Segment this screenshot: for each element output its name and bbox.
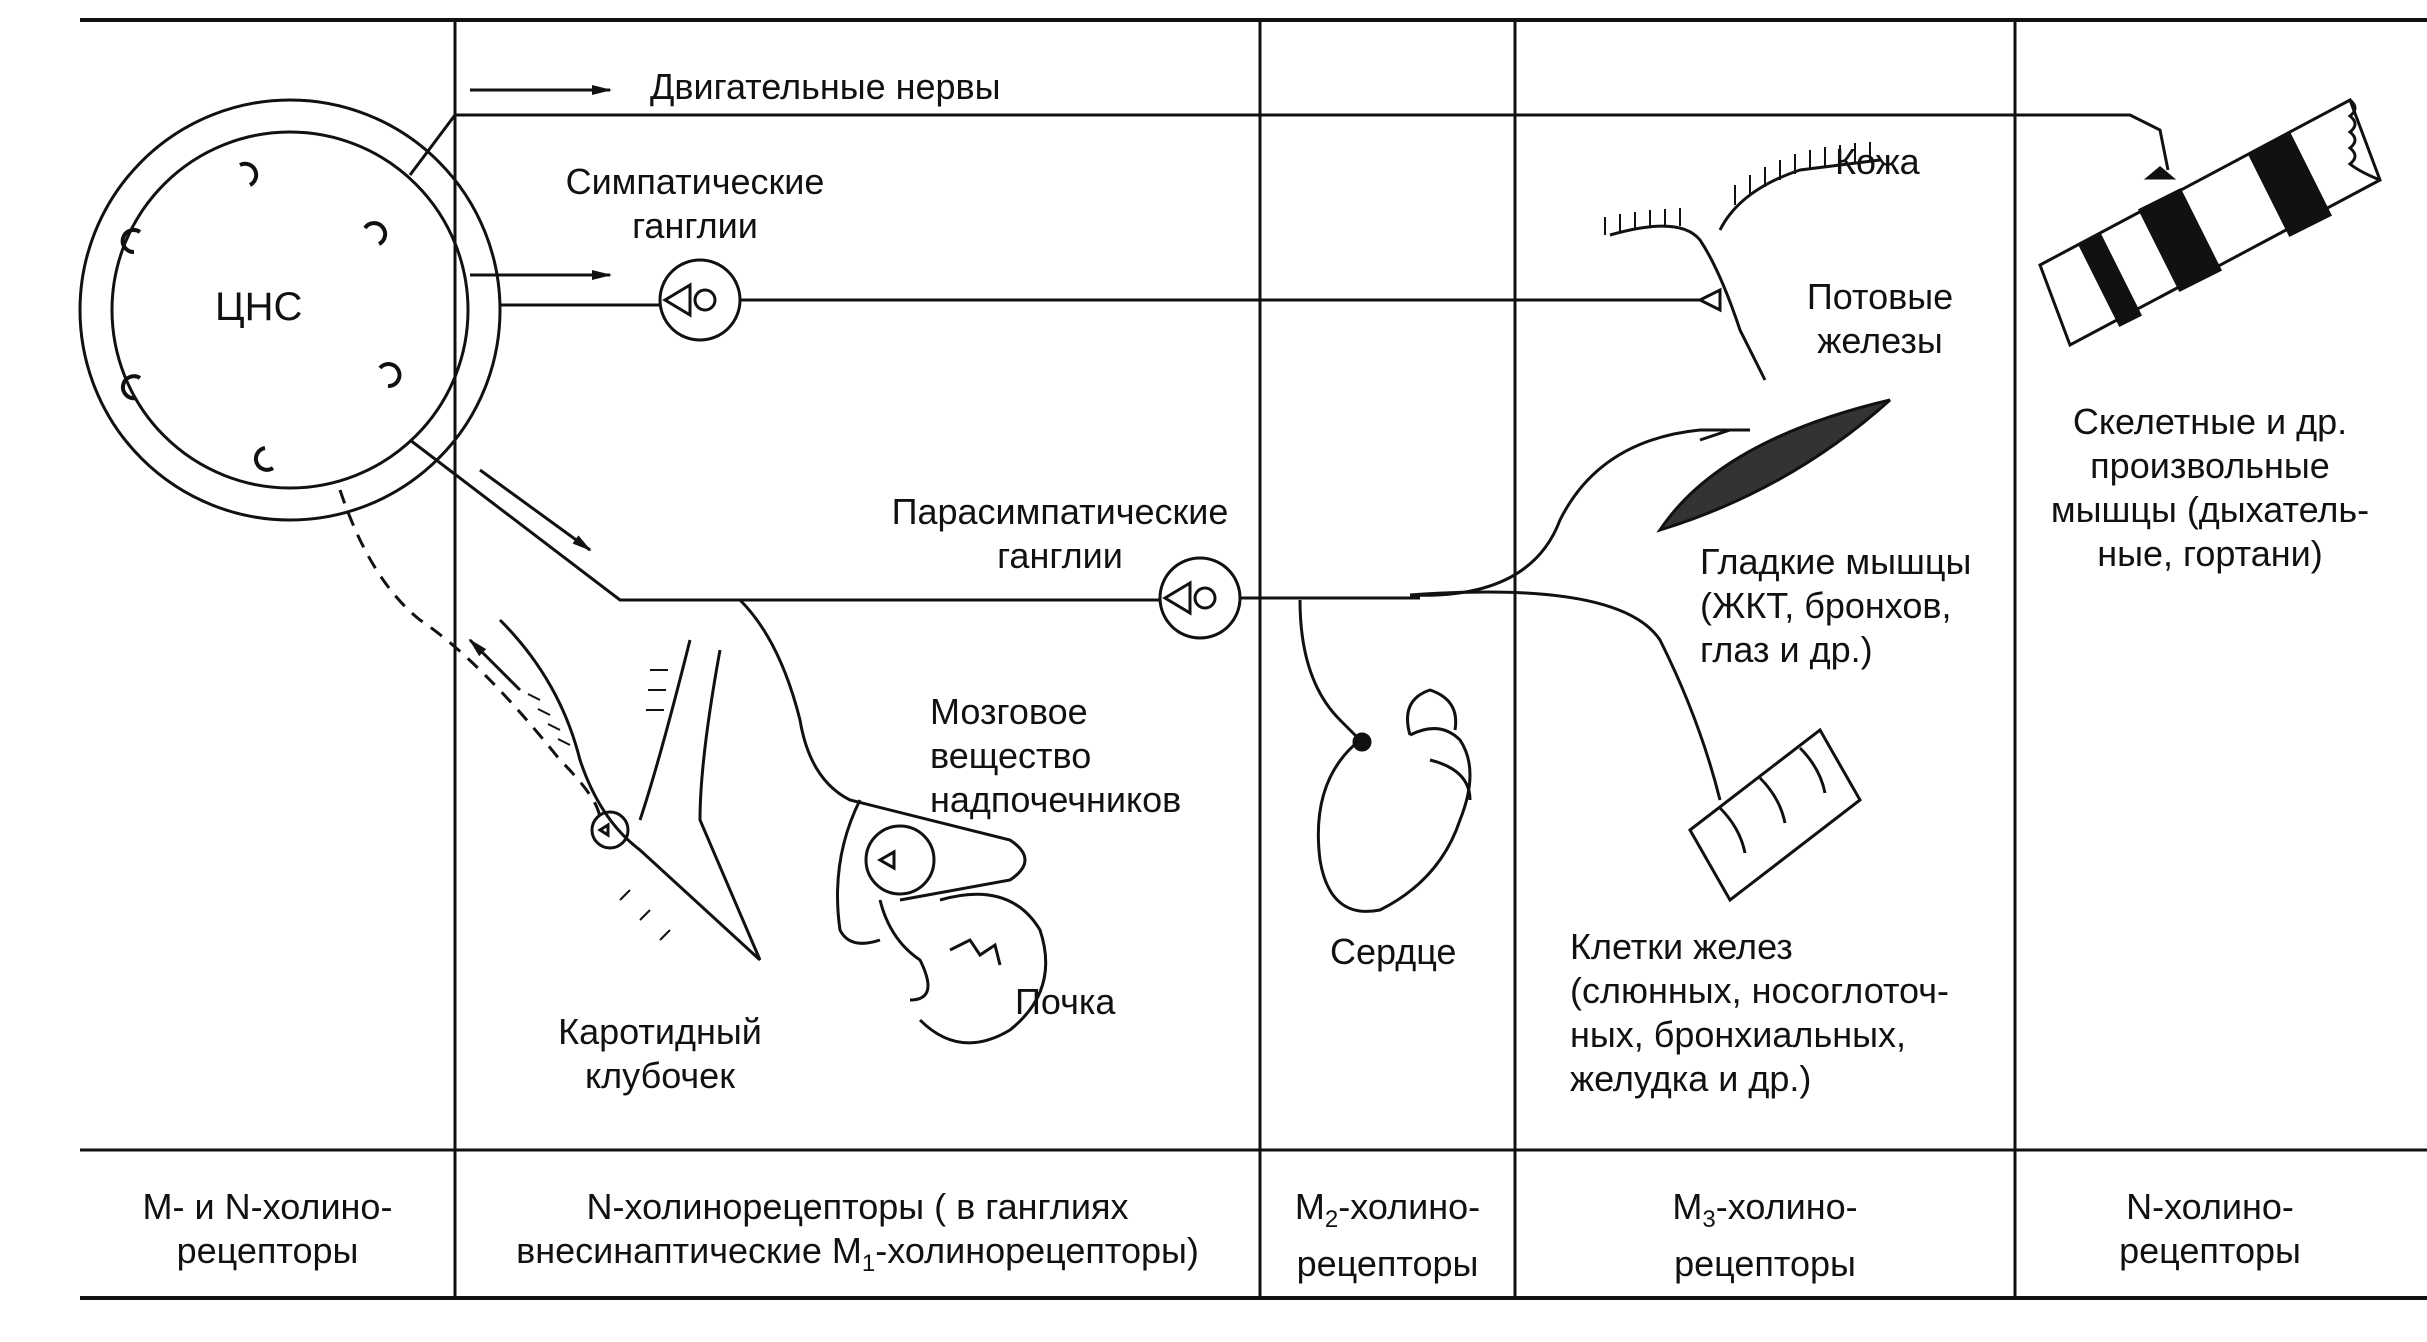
heart-drawing bbox=[1316, 688, 1472, 913]
cns-synapse-1 bbox=[239, 161, 259, 187]
skeletal-muscles-line-3: мышцы (дыхатель- bbox=[2050, 489, 2370, 530]
gland-cells-line-3: ных, бронхиальных, bbox=[1570, 1014, 1906, 1055]
skin-label: Кожа bbox=[1835, 141, 1920, 182]
skeletal-muscles-line-4: ные, гортани) bbox=[2097, 533, 2323, 574]
footer-col-4: М3-холино- рецепторы bbox=[1515, 1185, 2015, 1286]
skeletal-muscle-drawing bbox=[2038, 97, 2382, 348]
adrenal-ganglion bbox=[864, 824, 936, 896]
parasympathetic-arrow bbox=[479, 468, 592, 552]
gland-cells-line-4: желудка и др.) bbox=[1570, 1058, 1812, 1099]
adrenal-medulla-label: Мозговое вещество надпочечников bbox=[930, 690, 1181, 822]
footer-col-4-pre: М bbox=[1672, 1186, 1703, 1227]
motor-nerve bbox=[408, 85, 2177, 180]
carotid-body-line-2: клубочек bbox=[585, 1055, 735, 1096]
skin-drawing bbox=[1604, 142, 1881, 381]
footer-col-5-line-1: N-холино- bbox=[2126, 1186, 2294, 1227]
footer-col-3-line-1: М2-холино- bbox=[1260, 1185, 1515, 1242]
footer-col-2-line-2: внесинаптические М1-холинорецепторы) bbox=[455, 1229, 1260, 1286]
sympathetic-nerve bbox=[470, 258, 1722, 342]
cns-synapse-4 bbox=[378, 362, 402, 389]
footer-col-2-pre: внесинаптические М bbox=[516, 1230, 862, 1271]
footer-col-2-post: -холинорецепторы) bbox=[875, 1230, 1199, 1271]
adrenal-medulla-line-2: вещество bbox=[930, 735, 1092, 776]
gland-cells-drawing bbox=[1688, 727, 1862, 903]
smooth-muscles-line-2: (ЖКТ, бронхов, bbox=[1700, 585, 1952, 626]
parasympathetic-nerve bbox=[409, 428, 1750, 801]
footer-col-4-line-2: рецепторы bbox=[1674, 1243, 1856, 1285]
sweat-glands-line-2: железы bbox=[1817, 320, 1943, 361]
cns-synapse-5 bbox=[120, 374, 142, 401]
footer-col-2: N-холинорецепторы ( в ганглиях внесинапт… bbox=[455, 1185, 1260, 1286]
footer-col-2-line-1: N-холинорецепторы ( в ганглиях bbox=[586, 1186, 1129, 1227]
gland-cells-line-2: (слюнных, носоглоточ- bbox=[1570, 970, 1950, 1011]
sympathetic-ganglia-line-1: Симпатические bbox=[565, 161, 825, 202]
footer-col-2-sub: 1 bbox=[861, 1250, 876, 1278]
footer-col-1: М- и N-холино- рецепторы bbox=[80, 1185, 455, 1273]
footer-col-1-line-1: М- и N-холино- bbox=[142, 1186, 393, 1227]
adrenal-medulla-line-3: надпочечников bbox=[930, 779, 1182, 820]
footer-col-3-sub: 2 bbox=[1324, 1206, 1339, 1234]
smooth-muscles-line-3: глаз и др.) bbox=[1700, 629, 1873, 670]
footer-col-4-post: -холино- bbox=[1715, 1186, 1858, 1227]
sweat-glands-label: Потовые железы bbox=[1780, 275, 1980, 363]
afferent-dashed bbox=[338, 489, 602, 821]
parasympathetic-ganglia-line-2: ганглии bbox=[997, 535, 1123, 576]
cns-synapse-2 bbox=[363, 221, 388, 246]
smooth-muscles-label: Гладкие мышцы (ЖКТ, бронхов, глаз и др.) bbox=[1700, 540, 1971, 672]
skeletal-muscles-line-1: Скелетные и др. bbox=[2072, 401, 2348, 442]
footer-col-4-sub: 3 bbox=[1702, 1206, 1716, 1234]
footer-col-5-line-2: рецепторы bbox=[2119, 1230, 2301, 1271]
carotid-body-label: Каротидный клубочек bbox=[530, 1010, 790, 1098]
smooth-muscle-drawing bbox=[1656, 398, 1892, 533]
kidney-adrenal-drawing bbox=[738, 598, 1048, 1045]
skeletal-muscles-line-2: произвольные bbox=[2090, 445, 2330, 486]
afferent-arrow bbox=[468, 638, 522, 692]
footer-col-4-line-1: М3-холино- bbox=[1515, 1185, 2015, 1242]
parasympathetic-ganglia-label: Парасимпатические ганглии bbox=[860, 490, 1260, 578]
footer-col-3: М2-холино- рецепторы bbox=[1260, 1185, 1515, 1286]
carotid-body-line-1: Каротидный bbox=[558, 1011, 762, 1052]
kidney-label: Почка bbox=[1015, 981, 1116, 1022]
gland-cells-line-1: Клетки желез bbox=[1570, 926, 1793, 967]
heart-label: Сердце bbox=[1330, 931, 1457, 972]
table-frame bbox=[80, 18, 2427, 1300]
parasympathetic-ganglia-line-1: Парасимпатические bbox=[891, 491, 1229, 532]
skeletal-muscles-label: Скелетные и др. произвольные мышцы (дыха… bbox=[2030, 400, 2390, 576]
footer-col-3-pre: М bbox=[1294, 1186, 1325, 1227]
footer-col-1-line-2: рецепторы bbox=[176, 1230, 359, 1271]
smooth-muscles-line-1: Гладкие мышцы bbox=[1700, 541, 1972, 582]
sweat-glands-line-1: Потовые bbox=[1806, 276, 1954, 317]
footer-col-3-post: -холино- bbox=[1338, 1186, 1481, 1227]
carotid-body-drawing bbox=[338, 489, 762, 962]
footer-col-3-line-2: рецепторы bbox=[1296, 1243, 1479, 1285]
cns-synapse-3 bbox=[120, 228, 142, 255]
gland-cells-label: Клетки желез (слюнных, носоглоточ- ных, … bbox=[1570, 925, 1949, 1101]
cns-label: ЦНС bbox=[215, 285, 303, 329]
cns-synapse-6 bbox=[253, 446, 275, 472]
carotid-ganglion bbox=[590, 810, 630, 850]
sympathetic-ganglia-label: Симпатические ганглии bbox=[540, 160, 850, 248]
cns-circle bbox=[78, 98, 502, 522]
footer-col-5: N-холино- рецепторы bbox=[2015, 1185, 2405, 1273]
motor-nerves-label: Двигательные нервы bbox=[650, 66, 1001, 107]
adrenal-medulla-line-1: Мозговое bbox=[930, 691, 1088, 732]
sympathetic-ganglia-line-2: ганглии bbox=[632, 205, 758, 246]
